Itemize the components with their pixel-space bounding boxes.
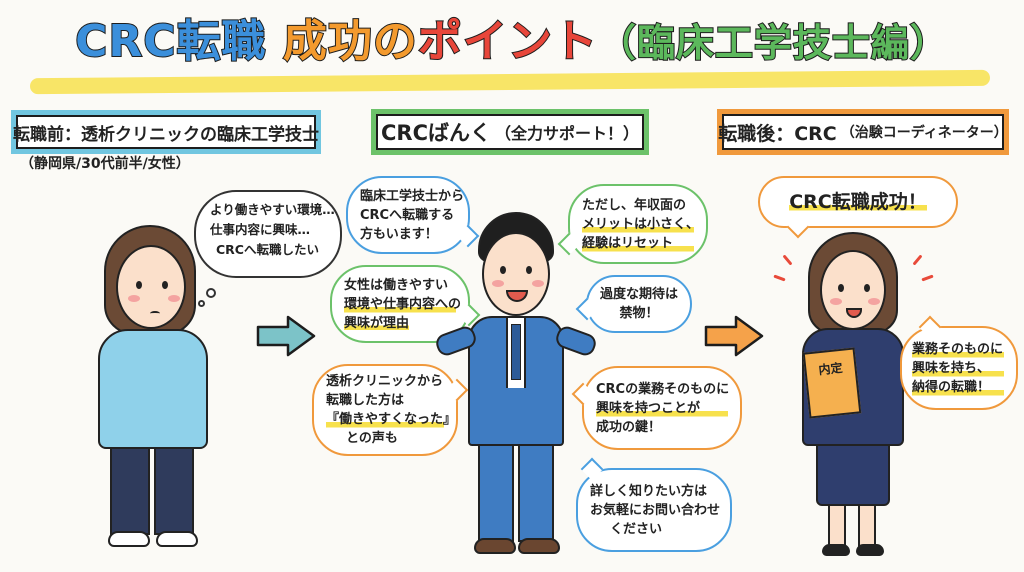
bubble-line: 禁物！	[619, 306, 659, 321]
before-character-nurse	[70, 225, 250, 555]
before-header-box: 転職前：透析クリニックの臨床工学技士	[13, 115, 319, 149]
bubble-line: 成功の鍵！	[596, 419, 662, 435]
crc-bank-header-label: CRCばんく	[380, 121, 491, 145]
bubble-line: 転職した方は	[326, 393, 405, 408]
bubble-line-highlighted: 環境や仕事内容への	[344, 294, 462, 314]
thought-line: 仕事内容に興味…	[210, 222, 311, 237]
bubble-line: 方もいます！	[360, 226, 438, 242]
bubble-line-highlighted: 納得の転職！	[912, 377, 1004, 397]
before-profile: （静岡県/30代前半/女性）	[20, 156, 190, 172]
bubble-line-highlighted: 業務そのものに	[912, 339, 1004, 359]
thought-line: CRCへ転職したい	[216, 242, 319, 257]
speech-bubble-mid-1: 臨床工学技士から CRCへ転職する 方もいます！	[346, 176, 480, 254]
crc-bank-header-sub: （全力サポート！）	[494, 124, 639, 143]
bubble-line: ください	[610, 521, 663, 537]
bubble-line-highlighted: 興味を持つことが	[596, 398, 728, 418]
after-header-box: 転職後：CRC （治験コーディネーター）	[718, 114, 1008, 150]
thought-cloud: より働きやすい環境… 仕事内容に興味… CRCへ転職したい	[194, 190, 342, 278]
after-header-label: 転職後：CRC	[718, 122, 837, 145]
speech-bubble-mid-5: 過度な期待は 禁物！	[575, 275, 692, 333]
arrow-right-teal-icon	[256, 315, 316, 357]
bubble-line: 透析クリニックから	[326, 374, 444, 389]
speech-bubble-mid-7: 詳しく知りたい方は お気軽にお問い合わせ ください	[576, 457, 732, 552]
thought-line: より働きやすい環境…	[210, 202, 335, 217]
page-title: CRC転職 成功のポイント（臨床工学技士編）	[0, 14, 1024, 71]
result-bubble: 業務そのものに 興味を持ち、 納得の転職！	[900, 315, 1018, 410]
title-part-subtitle: （臨床工学技士編）	[597, 20, 949, 66]
emphasis-line-icon	[773, 274, 786, 282]
bubble-line-highlighted: 『働きやすくなった』	[326, 410, 457, 429]
title-part-seikou: 成功の	[282, 15, 418, 68]
title-underline-marker	[29, 69, 991, 95]
bubble-line-highlighted: 経験はリセット	[582, 233, 694, 253]
crc-bank-consultant	[433, 212, 599, 562]
bubble-line-highlighted: 興味を持ち、	[912, 358, 1004, 378]
crc-bank-header-box: CRCばんく （全力サポート！）	[376, 114, 644, 150]
folder-label: 内定	[817, 360, 844, 378]
before-header-label: 転職前：透析クリニックの臨床工学技士	[13, 124, 319, 145]
bubble-line: 詳しく知りたい方は	[590, 483, 708, 499]
speech-bubble-mid-3: 透析クリニックから 転職した方は 『働きやすくなった』 との声も	[312, 364, 469, 456]
thought-dot	[198, 300, 205, 307]
job-offer-folder: 内定	[802, 347, 862, 419]
thought-dot	[206, 288, 216, 298]
bubble-line: 興味が理由	[344, 315, 410, 331]
bubble-line: 臨床工学技士から	[360, 188, 465, 204]
title-part-tenshoku: 転職	[176, 15, 267, 68]
bubble-line: 過度な期待は	[600, 287, 679, 302]
speech-bubble-mid-4: ただし、年収面の メリットは小さく、 経験はリセット	[557, 184, 708, 264]
title-part-crc: CRC	[74, 15, 177, 68]
speech-bubble-mid-6: CRCの業務そのものに 興味を持つことが 成功の鍵！	[571, 366, 742, 450]
success-text: CRC転職成功！	[789, 190, 927, 213]
title-part-point: ポイント	[417, 15, 598, 68]
bubble-line: CRCへ転職する	[360, 207, 455, 223]
speech-bubble-mid-2: 女性は働きやすい 環境や仕事内容への 興味が理由	[330, 265, 481, 343]
bubble-line: 女性は働きやすい	[344, 277, 449, 293]
bubble-line-highlighted: メリットは小さく、	[582, 214, 700, 234]
bubble-line: お気軽にお問い合わせ	[590, 502, 721, 518]
bubble-line: ただし、年収面の	[582, 197, 687, 213]
after-header-sub: （治験コーディネーター）	[840, 125, 1008, 141]
bubble-line: との声も	[346, 431, 398, 446]
bubble-line: CRCの業務そのものに	[596, 381, 730, 397]
arrow-right-orange-icon	[704, 315, 764, 357]
success-bubble: CRC転職成功！	[758, 176, 958, 239]
